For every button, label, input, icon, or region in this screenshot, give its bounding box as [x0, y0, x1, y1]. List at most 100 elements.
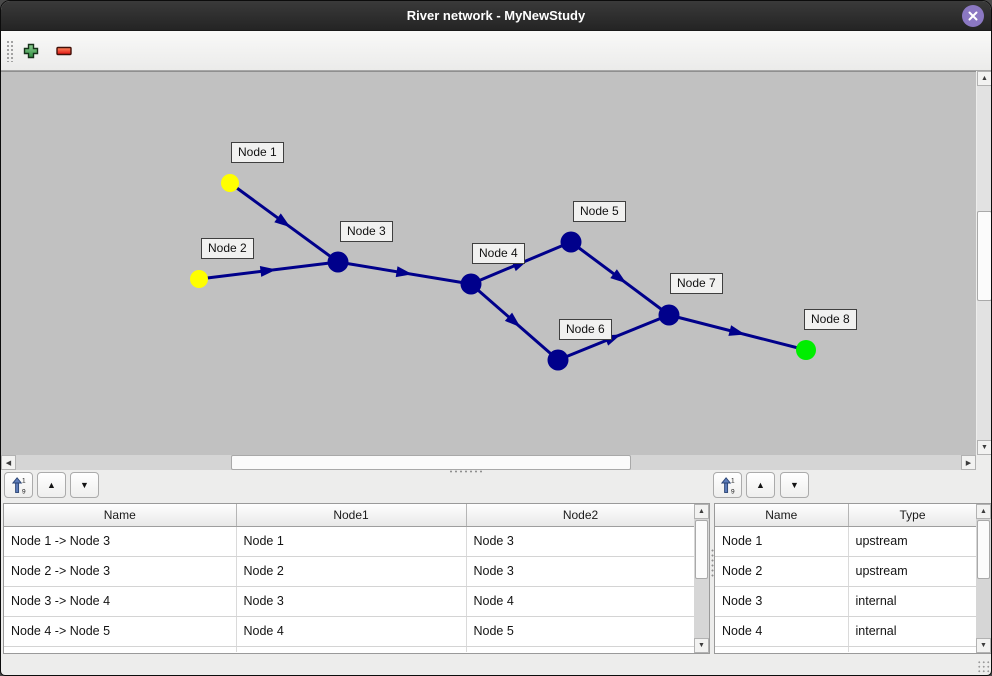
table-cell[interactable]: Node 3 -> Node 4 [4, 586, 237, 617]
table-cell[interactable]: internal [848, 586, 978, 617]
scroll-down-icon[interactable]: ▼ [694, 638, 709, 653]
table-cell[interactable]: internal [848, 616, 978, 647]
nodes-scroll-thumb[interactable] [977, 520, 990, 579]
node-label[interactable]: Node 2 [201, 238, 254, 259]
svg-text:1: 1 [22, 477, 26, 484]
table-cell[interactable]: Node 4 [715, 616, 849, 647]
node-label[interactable]: Node 4 [472, 243, 525, 264]
table-cell[interactable]: Node 4 [236, 616, 467, 647]
triangle-down-icon: ▼ [80, 480, 89, 490]
table-cell[interactable]: Node 4 [466, 586, 696, 617]
table-cell [466, 646, 696, 652]
sort-ascending-icon: 1 9 [11, 476, 26, 494]
table-cell[interactable]: Node 2 [236, 556, 467, 587]
nodes-sort-button[interactable]: 1 9 [713, 472, 742, 498]
branches-scroll-thumb[interactable] [695, 520, 708, 579]
remove-node-button[interactable] [51, 37, 77, 64]
scroll-up-icon[interactable]: ▲ [976, 504, 991, 519]
canvas-vscroll-thumb[interactable] [977, 211, 991, 301]
minus-icon [56, 46, 72, 55]
node-node-6[interactable] [547, 349, 569, 371]
scroll-left-icon[interactable]: ◀ [1, 455, 16, 470]
column-header-name[interactable]: Name [715, 504, 849, 527]
node-node-4[interactable] [460, 273, 482, 295]
table-cell[interactable]: Node 3 [715, 586, 849, 617]
toolbar-drag-handle[interactable] [6, 40, 15, 62]
branches-move-up-button[interactable]: ▲ [37, 472, 66, 498]
network-canvas[interactable]: Node 1 Node 2 Node 3 Node 4 Node 5 Node 6 Node… [1, 71, 976, 455]
node-label[interactable]: Node 7 [670, 273, 723, 294]
triangle-up-icon: ▲ [47, 480, 56, 490]
column-header-type[interactable]: Type [848, 504, 978, 527]
node-node-5[interactable] [560, 231, 582, 253]
edge-arrow-icon [274, 213, 291, 228]
table-cell[interactable]: Node 1 -> Node 3 [4, 526, 237, 557]
nodes-move-down-button[interactable]: ▼ [780, 472, 809, 498]
table-cell[interactable]: Node 4 -> Node 5 [4, 616, 237, 647]
table-cell[interactable]: upstream [848, 556, 978, 587]
svg-text:9: 9 [731, 488, 735, 494]
add-node-button[interactable] [18, 37, 44, 64]
scroll-up-icon[interactable]: ▲ [977, 71, 991, 86]
table-cell[interactable]: Node 3 [236, 586, 467, 617]
node-label[interactable]: Node 8 [804, 309, 857, 330]
scroll-up-icon[interactable]: ▲ [694, 504, 709, 519]
title-bar[interactable]: River network - MyNewStudy [1, 1, 991, 31]
table-cell [715, 646, 849, 652]
canvas-hscroll-thumb[interactable] [231, 455, 631, 470]
table-cell[interactable]: upstream [848, 526, 978, 557]
table-cell[interactable]: Node 3 [466, 556, 696, 587]
canvas-vertical-scrollbar[interactable]: ▲ ▼ [977, 71, 991, 455]
branches-table-scrollbar[interactable]: ▲ ▼ [694, 504, 709, 653]
window-title: River network - MyNewStudy [406, 8, 586, 23]
canvas-horizontal-scrollbar[interactable]: ◀ ▶ [1, 455, 976, 470]
table-row-partial [715, 646, 978, 652]
table-cell[interactable]: Node 1 [236, 526, 467, 557]
node-node-7[interactable] [658, 304, 680, 326]
edge-arrow-icon [610, 269, 627, 284]
table-cell[interactable]: Node 2 -> Node 3 [4, 556, 237, 587]
sort-ascending-icon: 1 9 [720, 476, 735, 494]
window-resize-grip[interactable] [977, 660, 990, 673]
column-header-node1[interactable]: Node1 [236, 504, 467, 527]
vertical-splitter-handle[interactable] [710, 548, 715, 578]
horizontal-splitter-handle[interactable] [450, 469, 482, 474]
scroll-down-icon[interactable]: ▼ [977, 440, 991, 455]
node-label[interactable]: Node 5 [573, 201, 626, 222]
svg-text:1: 1 [731, 477, 735, 484]
node-label[interactable]: Node 6 [559, 319, 612, 340]
column-header-name[interactable]: Name [4, 504, 237, 527]
table-cell [848, 646, 978, 652]
triangle-up-icon: ▲ [756, 480, 765, 490]
node-label[interactable]: Node 3 [340, 221, 393, 242]
table-cell[interactable]: Node 1 [715, 526, 849, 557]
branches-sort-button[interactable]: 1 9 [4, 472, 33, 498]
table-cell[interactable]: Node 2 [715, 556, 849, 587]
scroll-down-icon[interactable]: ▼ [976, 638, 991, 653]
branches-move-down-button[interactable]: ▼ [70, 472, 99, 498]
node-node-2[interactable] [190, 270, 208, 288]
table-cell[interactable]: Node 3 [466, 526, 696, 557]
scroll-right-icon[interactable]: ▶ [961, 455, 976, 470]
close-button[interactable] [962, 5, 984, 27]
nodes-move-up-button[interactable]: ▲ [746, 472, 775, 498]
node-node-8[interactable] [796, 340, 816, 360]
node-node-3[interactable] [327, 251, 349, 273]
node-node-1[interactable] [221, 174, 239, 192]
river-network-graph [190, 174, 816, 371]
nodes-table-scrollbar[interactable]: ▲ ▼ [976, 504, 991, 653]
node-label[interactable]: Node 1 [231, 142, 284, 163]
table-cell[interactable]: Node 5 [466, 616, 696, 647]
column-header-node2[interactable]: Node2 [466, 504, 696, 527]
